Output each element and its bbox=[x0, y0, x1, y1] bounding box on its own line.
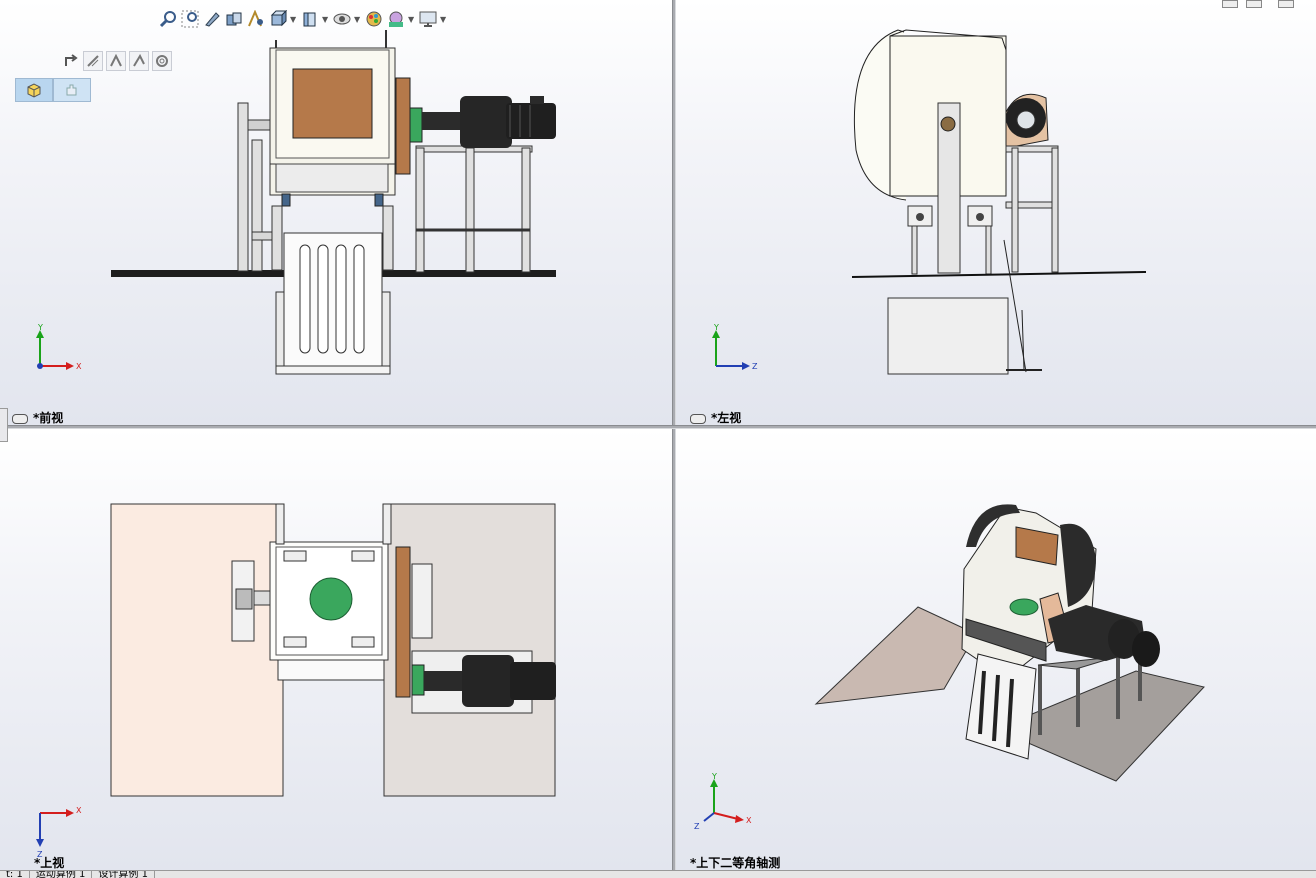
section-view-icon[interactable] bbox=[224, 9, 244, 29]
viewport-label-front[interactable]: *前视 bbox=[12, 409, 63, 425]
edit-appearance-icon[interactable] bbox=[364, 9, 384, 29]
svg-text:Y: Y bbox=[711, 773, 717, 781]
viewport-iso[interactable]: Y X Z *上下二等角轴测 bbox=[676, 429, 1316, 870]
shaded-cube-icon[interactable] bbox=[15, 78, 53, 102]
view-orientation-icon[interactable] bbox=[268, 9, 288, 29]
chevron-down-icon[interactable]: ▼ bbox=[440, 14, 447, 24]
viewport-label-left[interactable]: *左视 bbox=[690, 409, 741, 425]
view-mode-toggles bbox=[15, 78, 91, 102]
chevron-down-icon[interactable]: ▼ bbox=[322, 14, 329, 24]
triad-axes-top: X Z bbox=[36, 806, 82, 859]
triad-axes-left: Y Z bbox=[712, 323, 758, 371]
exit-sketch-icon[interactable] bbox=[62, 51, 80, 71]
line-icon[interactable] bbox=[106, 51, 126, 71]
window-close-icon[interactable] bbox=[1278, 0, 1294, 8]
previous-view-icon[interactable] bbox=[202, 9, 222, 29]
sketch-tools bbox=[62, 51, 172, 71]
top-view-model bbox=[110, 503, 556, 797]
view-toolbar: ▼ ▼ ▼ ▼ ▼ bbox=[158, 7, 448, 31]
zoom-to-fit-icon[interactable] bbox=[158, 9, 178, 29]
view-settings-icon[interactable] bbox=[418, 9, 438, 29]
svg-text:Z: Z bbox=[752, 362, 758, 371]
left-view-model bbox=[851, 29, 1147, 375]
svg-text:Z: Z bbox=[37, 850, 43, 859]
apply-scene-icon[interactable] bbox=[386, 9, 406, 29]
panel-collapse-handle[interactable] bbox=[0, 408, 8, 442]
viewport-left[interactable]: Y Z *左视 bbox=[676, 0, 1316, 425]
svg-text:X: X bbox=[76, 806, 82, 815]
corner-icon[interactable] bbox=[129, 51, 149, 71]
svg-text:X: X bbox=[76, 362, 82, 371]
access-panel bbox=[292, 68, 373, 139]
front-view-model bbox=[111, 30, 556, 375]
svg-text:Y: Y bbox=[713, 323, 719, 332]
svg-text:Z: Z bbox=[694, 822, 700, 831]
viewport-splitter-horizontal[interactable] bbox=[0, 425, 1316, 429]
viewport-splitter-vertical[interactable] bbox=[672, 0, 676, 870]
link-views-icon bbox=[12, 413, 28, 424]
zoom-to-area-icon[interactable] bbox=[180, 9, 200, 29]
circle-icon[interactable] bbox=[152, 51, 172, 71]
hand-icon[interactable] bbox=[53, 78, 91, 102]
display-style-icon[interactable] bbox=[300, 9, 320, 29]
bottom-tab-bar: t: 1 运动算例 1 设计算例 1 bbox=[0, 870, 1316, 878]
link-views-icon bbox=[690, 413, 706, 424]
svg-text:Y: Y bbox=[37, 323, 43, 332]
viewport-label-top[interactable]: *上视 bbox=[34, 856, 65, 870]
smart-dimension-icon[interactable] bbox=[83, 51, 103, 71]
tab-motion-study[interactable]: 运动算例 1 bbox=[30, 871, 93, 878]
chevron-down-icon[interactable]: ▼ bbox=[290, 14, 297, 24]
viewport-label-iso[interactable]: *上下二等角轴测 bbox=[690, 856, 781, 870]
chevron-down-icon[interactable]: ▼ bbox=[408, 14, 415, 24]
hide-show-items-icon[interactable] bbox=[332, 9, 352, 29]
window-minimize-icon[interactable] bbox=[1222, 0, 1238, 8]
viewport-front[interactable]: ▼ ▼ ▼ ▼ ▼ Y X *前视 bbox=[0, 0, 672, 425]
window-restore-icon[interactable] bbox=[1246, 0, 1262, 8]
isometric-view-model bbox=[814, 504, 1205, 782]
tab-design-study[interactable]: 设计算例 1 bbox=[92, 871, 155, 878]
triad-axes-front: Y X bbox=[36, 323, 82, 371]
chevron-down-icon[interactable]: ▼ bbox=[354, 14, 361, 24]
tab-model[interactable]: t: 1 bbox=[0, 871, 30, 878]
dynamic-annotation-icon[interactable] bbox=[246, 9, 266, 29]
viewport-top[interactable]: X Z *上视 bbox=[0, 429, 672, 870]
svg-text:X: X bbox=[746, 816, 752, 825]
triad-axes-iso: Y X Z bbox=[694, 773, 752, 831]
